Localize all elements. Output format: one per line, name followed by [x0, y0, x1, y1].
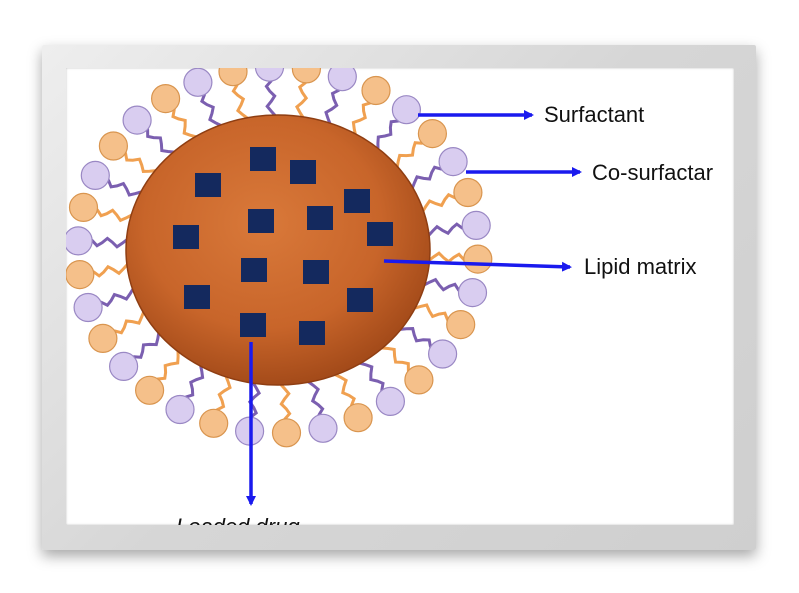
surfactant-molecule-icon — [422, 244, 493, 274]
cosurfactant-label: Co-surfactar — [592, 160, 713, 185]
surfactant-molecule-icon — [389, 118, 447, 170]
drug-particle-icon — [195, 173, 221, 197]
surfactant-molecule-icon — [218, 68, 250, 126]
drug-particle-icon — [248, 209, 274, 233]
cosurfactant-molecule-icon — [66, 226, 134, 256]
surfactant-molecule-icon — [199, 370, 233, 438]
diagram-panel: Surfactant Co-surfactar Lipid matrix Loa… — [66, 68, 734, 525]
loaded-drug-label: Loaded drug — [176, 514, 300, 525]
surfactant-shell — [66, 68, 493, 448]
surfactant-molecule-icon — [379, 340, 434, 395]
cosurfactant-molecule-icon — [421, 210, 491, 240]
cosurfactant-molecule-icon — [108, 330, 167, 381]
drug-particle-icon — [241, 258, 267, 282]
drug-particle-icon — [299, 321, 325, 345]
surfactant-molecule-icon — [98, 131, 160, 179]
drug-particle-icon — [173, 225, 199, 249]
drug-particle-icon — [184, 285, 210, 309]
cosurfactant-molecule-icon — [396, 321, 458, 369]
surfactant-molecule-icon — [415, 177, 483, 214]
surfactant-molecule-icon — [68, 192, 138, 223]
loaded-drug-particles — [173, 147, 393, 345]
surfactant-molecule-icon — [66, 260, 135, 290]
drug-particle-icon — [303, 260, 329, 284]
cosurfactant-molecule-icon — [80, 160, 147, 199]
lipid-core — [125, 114, 431, 386]
picture-frame: Surfactant Co-surfactar Lipid matrix Loa… — [42, 45, 756, 550]
drug-particle-icon — [344, 189, 370, 213]
surfactant-molecule-icon — [333, 366, 373, 433]
surfactant-label: Surfactant — [544, 102, 644, 127]
drug-particle-icon — [290, 160, 316, 184]
drug-particle-icon — [250, 147, 276, 171]
cosurfactant-molecule-icon — [418, 277, 488, 308]
cosurfactant-molecule-icon — [165, 361, 208, 425]
cosurfactant-molecule-icon — [358, 355, 405, 416]
cosurfactant-molecule-icon — [73, 286, 141, 323]
drug-particle-icon — [307, 206, 333, 230]
drug-particle-icon — [240, 313, 266, 337]
lipid-matrix-label: Lipid matrix — [584, 254, 696, 279]
drug-particle-icon — [367, 222, 393, 246]
surfactant-molecule-icon — [291, 68, 321, 124]
cosurfactant-molecule-icon — [254, 68, 285, 123]
cosurfactant-molecule-icon — [306, 374, 338, 443]
lipid-nanoparticle-diagram: Surfactant Co-surfactar Lipid matrix Loa… — [66, 68, 713, 525]
surfactant-molecule-icon — [409, 301, 476, 340]
drug-particle-icon — [347, 288, 373, 312]
surfactant-molecule-icon — [271, 377, 302, 448]
surfactant-molecule-icon — [150, 84, 198, 145]
cosurfactant-molecule-icon — [323, 68, 357, 130]
lipid-matrix-arrow — [383, 259, 572, 272]
cosurfactant-molecule-icon — [122, 105, 177, 160]
cosurfactant-molecule-icon — [183, 68, 223, 134]
surfactant-molecule-icon — [348, 75, 391, 139]
